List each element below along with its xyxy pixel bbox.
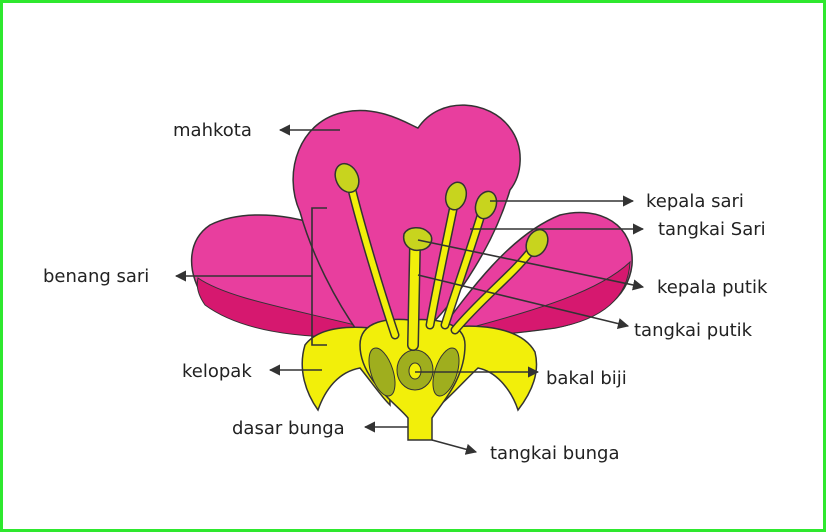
label-tangkai-putik: tangkai putik: [634, 320, 753, 341]
arrow-tangkai-bunga: [431, 439, 478, 455]
arrow-tangkai-putik: [417, 274, 630, 330]
anther-1: [334, 162, 360, 194]
anther-4: [525, 228, 549, 258]
label-kelopak: kelopak: [182, 361, 252, 382]
label-kepala-sari: kepala sari: [646, 191, 744, 212]
label-dasar-bunga: dasar bunga: [232, 418, 345, 439]
arrow-kepala-putik: [417, 239, 645, 291]
anther-2: [444, 181, 468, 211]
label-bakal-biji: bakal biji: [546, 368, 627, 389]
flower-illustration: [191, 104, 633, 441]
labels: mahkota kepala sari tangkai Sari benang …: [43, 120, 768, 464]
label-tangkai-sari: tangkai Sari: [658, 219, 766, 240]
label-kepala-putik: kepala putik: [657, 277, 768, 298]
label-tangkai-bunga: tangkai bunga: [490, 443, 619, 464]
label-benang-sari: benang sari: [43, 266, 149, 287]
label-mahkota: mahkota: [173, 120, 252, 141]
stigma: [402, 227, 433, 252]
leader-lines: [174, 124, 645, 455]
ovule: [408, 362, 422, 380]
anther-3: [474, 190, 498, 220]
ovary-left-chamber: [368, 347, 396, 397]
